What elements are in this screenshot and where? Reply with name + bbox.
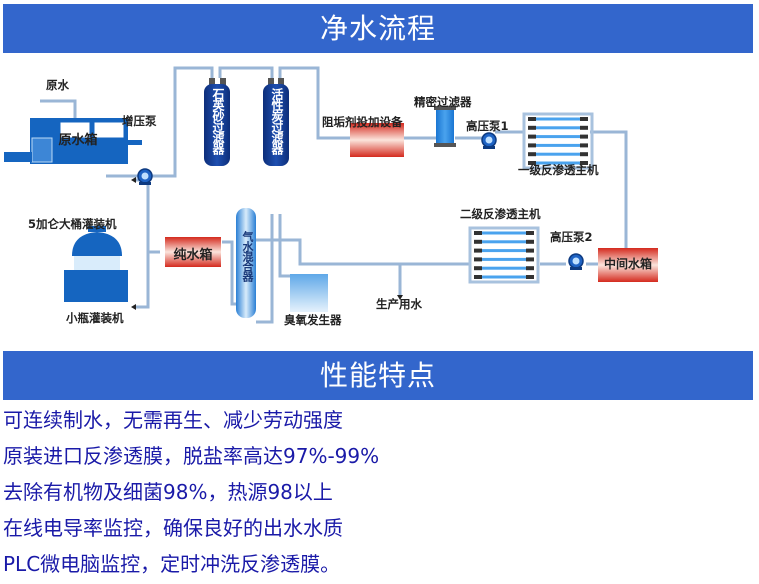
membrane-cap xyxy=(474,266,482,271)
membrane-tube xyxy=(476,266,532,270)
antiscalant-shape xyxy=(350,123,404,157)
bottle-filler-shape xyxy=(64,226,128,302)
activated-carbon-filter-shape xyxy=(263,84,289,166)
production-water-label: 生产用水 xyxy=(376,297,422,311)
membrane-cap xyxy=(526,239,534,244)
membrane-cap xyxy=(526,257,534,262)
pipe-ro1-mid xyxy=(590,130,628,254)
ro-stage-1-label: 一级反渗透主机 xyxy=(518,163,599,177)
ozone-generator-label: 臭氧发生器 xyxy=(284,313,342,327)
booster-pump-label: 增压泵 xyxy=(122,114,157,128)
pipe-pump-quartz xyxy=(150,66,214,178)
pipes xyxy=(40,66,628,324)
pipe-carbon-antiscalant xyxy=(278,66,350,140)
membrane-cap xyxy=(526,248,534,253)
raw-water-label: 原水 xyxy=(46,78,69,92)
membrane-cap xyxy=(526,231,534,235)
membrane-cap xyxy=(528,125,536,130)
membrane-cap xyxy=(474,231,482,235)
pipe-ozone-mixer xyxy=(256,214,274,324)
high-pressure-pump-2-icon xyxy=(568,253,584,270)
membrane-tube xyxy=(530,126,586,130)
high-pressure-pump-1-label: 高压泵1 xyxy=(466,119,509,133)
membrane-cap xyxy=(528,143,536,148)
barrel-filler-label: 5加仑大桶灌装机 xyxy=(28,217,117,231)
pipe-raw-in xyxy=(40,99,77,118)
membrane-tube xyxy=(530,152,586,156)
pipe-pure-bottle xyxy=(135,252,150,309)
membrane-tube xyxy=(476,275,532,279)
membrane-cap xyxy=(474,239,482,244)
diagram-graphics xyxy=(4,66,658,324)
membrane-cap xyxy=(474,275,482,279)
ro-stage-1-shape xyxy=(522,112,594,170)
booster-pump-icon xyxy=(137,168,153,185)
membrane-tube xyxy=(530,117,586,121)
feature-item: PLC微电脑监控，定时冲洗反渗透膜。 xyxy=(3,552,341,576)
membrane-tube xyxy=(476,257,532,261)
barrel-filler-shape xyxy=(4,118,142,164)
pipe-ro2-mixer xyxy=(256,238,470,266)
membrane-cap xyxy=(528,152,536,157)
pipe-ozone-gen xyxy=(278,214,290,278)
membrane-cap xyxy=(526,266,534,271)
membrane-tube xyxy=(476,231,532,235)
bottle-filler-label: 小瓶灌装机 xyxy=(66,311,124,325)
membrane-cap xyxy=(580,152,588,157)
feature-item: 在线电导率监控，确保良好的出水水质 xyxy=(3,516,343,540)
feature-item: 可连续制水，无需再生、减少劳动强度 xyxy=(3,408,343,432)
membrane-tube xyxy=(530,161,586,165)
gas-water-mixer-label: 气水混合器 xyxy=(241,231,254,281)
membrane-cap xyxy=(580,161,588,165)
water-treatment-diagram: 原水 原水箱 增压泵 石英砂过滤器 活性炭过滤器 阻垢剂投加设备 精密过滤器 高… xyxy=(0,56,759,348)
membrane-cap xyxy=(528,117,536,121)
membrane-cap xyxy=(528,161,536,165)
intermediate-tank-shape xyxy=(598,248,658,282)
ozone-generator-shape xyxy=(290,274,328,312)
membrane-cap xyxy=(526,275,534,279)
feature-item: 去除有机物及细菌98%，热源98以上 xyxy=(3,480,333,504)
membrane-cap xyxy=(580,143,588,148)
quartz-sand-filter-shape xyxy=(204,84,230,166)
features-list: 可连续制水，无需再生、减少劳动强度 原装进口反渗透膜，脱盐率高达97%-99% … xyxy=(3,404,753,584)
high-pressure-pump-1-icon xyxy=(481,132,497,149)
precision-filter-shape xyxy=(436,108,454,144)
membrane-cap xyxy=(528,134,536,139)
raw-water-tank-label: 原水箱 xyxy=(58,133,98,148)
membrane-cap xyxy=(580,117,588,121)
membrane-tube xyxy=(476,240,532,244)
pure-water-tank-shape xyxy=(165,237,221,267)
pipe-quartz-carbon xyxy=(218,66,274,78)
membrane-tube xyxy=(530,135,586,139)
gas-water-mixer-shape xyxy=(236,208,256,318)
high-pressure-pump-2-label: 高压泵2 xyxy=(550,230,593,244)
ro-stage-2-shape xyxy=(468,226,540,284)
membrane-cap xyxy=(580,125,588,130)
membrane-tube xyxy=(530,143,586,147)
precision-filter-label: 精密过滤器 xyxy=(414,95,472,109)
process-title-banner: 净水流程 xyxy=(3,4,753,53)
features-title-banner: 性能特点 xyxy=(3,351,753,400)
activated-carbon-filter-label: 活性炭过滤器 xyxy=(270,88,284,154)
intermediate-tank-label: 中间水箱 xyxy=(603,257,652,271)
membrane-tube xyxy=(476,249,532,253)
feature-item: 原装进口反渗透膜，脱盐率高达97%-99% xyxy=(3,444,380,468)
membrane-cap xyxy=(580,134,588,139)
membrane-cap xyxy=(474,248,482,253)
pipe-pure-barrel xyxy=(135,178,160,254)
antiscalant-label: 阻垢剂投加设备 xyxy=(322,115,403,129)
ro-stage-2-label: 二级反渗透主机 xyxy=(460,207,541,221)
pure-water-tank-label: 纯水箱 xyxy=(173,248,213,263)
quartz-sand-filter-label: 石英砂过滤器 xyxy=(211,88,225,154)
membrane-cap xyxy=(474,257,482,262)
